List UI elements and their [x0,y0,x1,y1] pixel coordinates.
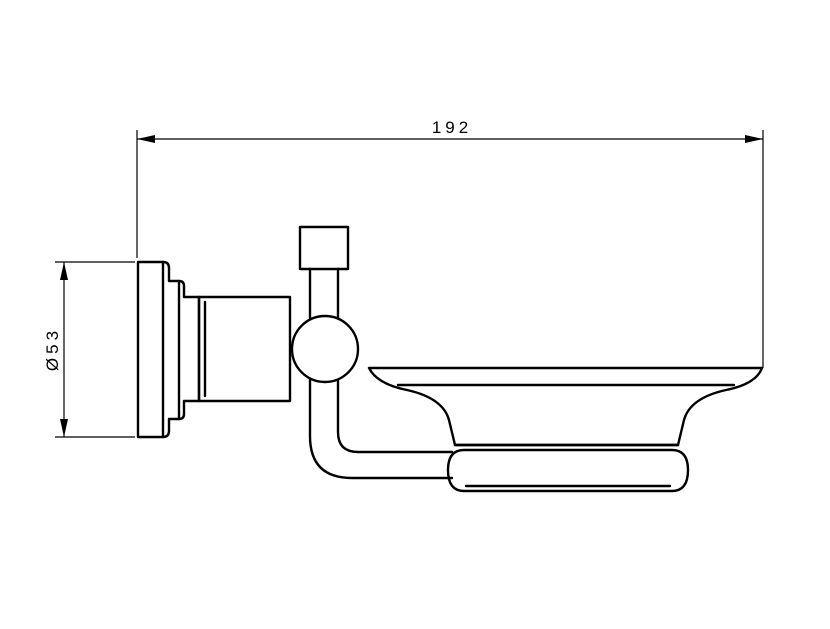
rosette-outline [136,260,201,439]
holder-rod [290,225,454,480]
rod-cap [298,225,350,271]
arrowhead-right [745,135,763,143]
ball-joint [290,314,360,384]
rod-bend-inner [336,374,454,454]
arm-body [197,295,292,403]
arm-cylinder [197,295,292,403]
arrowhead-left [137,135,155,143]
diameter-dimension: Ø53 [43,261,135,438]
wall-rosette [136,260,201,439]
dish-base [446,448,690,493]
soap-dish [367,366,764,493]
length-dimension: 192 [136,118,764,368]
arrowhead-bottom [60,419,68,437]
rod-bend-outer [308,374,454,480]
length-label: 192 [432,118,472,137]
dish-rim [367,366,764,447]
diameter-label: Ø53 [43,327,62,371]
arrowhead-top [60,262,68,280]
